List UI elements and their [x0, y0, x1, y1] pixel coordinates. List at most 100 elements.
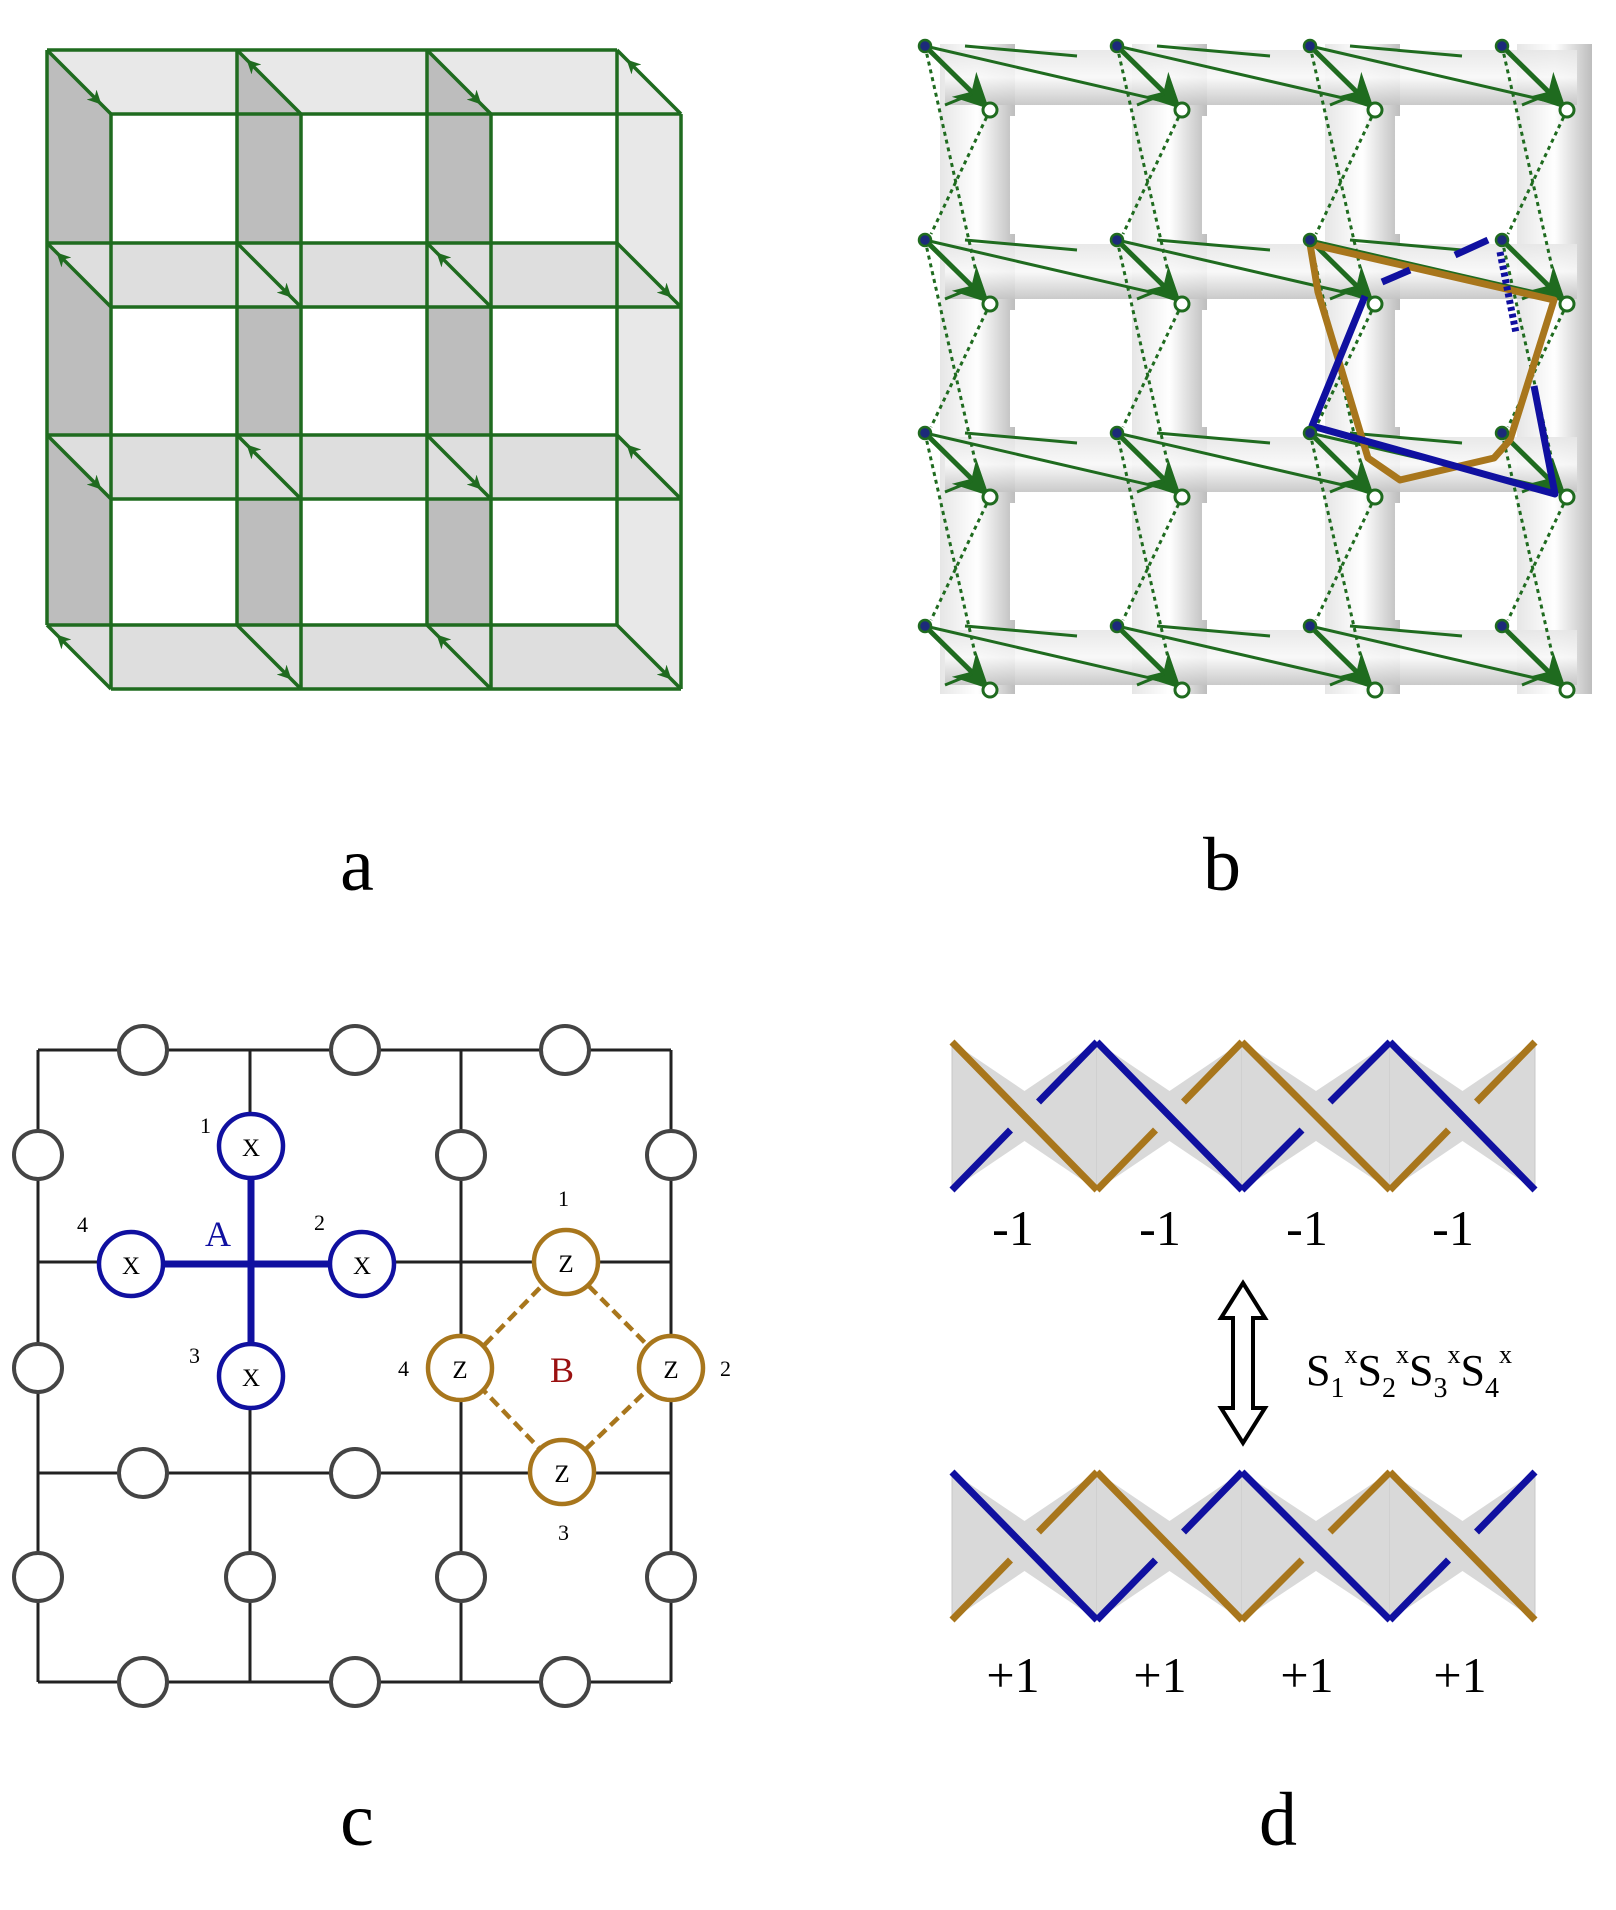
green-link — [1116, 431, 1370, 493]
green-short-link — [1329, 479, 1358, 494]
zigzag-segment — [1387, 1039, 1538, 1193]
edge-arrow — [57, 445, 102, 490]
filled-node — [917, 232, 933, 248]
site-circle — [636, 1333, 706, 1403]
zigzag-segment — [949, 1039, 1100, 1193]
filled-node — [1109, 232, 1125, 248]
top-value: -1 — [1432, 1200, 1474, 1256]
panel-c: X X X X 1 2 3 4 A Z — [12, 1024, 731, 1708]
green-link — [924, 431, 1177, 493]
green-arrow-link — [1500, 624, 1566, 689]
zigzag-segment — [1094, 1557, 1159, 1623]
hole — [111, 307, 237, 435]
green-dotted-link — [1500, 45, 1561, 299]
filled-node — [917, 38, 933, 54]
gold-loop-path — [1306, 240, 1558, 484]
green-arrow-link — [1115, 624, 1181, 689]
vertical-tube — [940, 44, 1015, 694]
green-short-link — [1156, 238, 1271, 252]
open-node — [1366, 488, 1384, 506]
operator-label: S1xS2xS3xS4x — [1306, 1340, 1512, 1404]
panel-a-shading — [47, 50, 681, 689]
site-circle — [327, 1229, 397, 1299]
bottom-value: +1 — [1133, 1647, 1186, 1703]
site-circle — [216, 1111, 286, 1181]
open-node — [1558, 681, 1576, 699]
green-short-link — [1349, 431, 1463, 445]
horizontal-tube — [945, 630, 1577, 685]
spin-op-label: Z — [663, 1357, 678, 1384]
panel-label-a: a — [340, 823, 374, 907]
edge-arrow — [627, 635, 672, 680]
star-site-3: X — [216, 1341, 286, 1411]
green-link — [924, 238, 1177, 300]
green-short-link — [1349, 238, 1463, 252]
green-dotted-link — [1314, 109, 1377, 235]
green-dotted-link — [1314, 303, 1377, 428]
green-short-link — [1349, 44, 1463, 58]
grey-site — [117, 1024, 169, 1076]
green-arrow-link — [923, 238, 989, 303]
bottom-value: +1 — [986, 1647, 1039, 1703]
green-short-link — [1136, 92, 1165, 107]
grey-site — [645, 1129, 697, 1181]
operator-sup: x — [1344, 1340, 1357, 1369]
panel-a — [45, 48, 683, 691]
hole — [301, 307, 427, 435]
open-node — [981, 295, 999, 313]
green-dotted-link — [1121, 496, 1184, 621]
tube-hole — [1202, 116, 1312, 234]
spin-op-label: X — [353, 1253, 371, 1280]
green-link — [1309, 238, 1562, 300]
site-circle — [527, 1437, 597, 1507]
green-dotted-link — [1115, 45, 1176, 299]
grey-site — [539, 1656, 591, 1708]
site-number-2: 2 — [314, 1210, 325, 1235]
zigzag-segment — [1387, 1127, 1452, 1193]
open-node — [1366, 101, 1384, 119]
edge-arrow — [627, 253, 672, 298]
green-dotted-link — [1115, 239, 1176, 492]
open-node — [981, 101, 999, 119]
zigzag-segment — [1327, 1469, 1393, 1535]
green-arrow-link — [923, 431, 989, 496]
edge-arrow — [437, 445, 482, 490]
operator-base: S — [1306, 1346, 1330, 1395]
green-arrow-link — [1308, 431, 1374, 496]
green-short-link — [1156, 624, 1271, 638]
open-node — [981, 488, 999, 506]
filled-node — [1109, 618, 1125, 634]
panel-d-top-strip-lines — [949, 1039, 1538, 1193]
site-number-3: 3 — [558, 1520, 569, 1545]
hole — [111, 114, 237, 243]
green-dotted-link — [1308, 45, 1369, 299]
open-node — [1558, 101, 1576, 119]
green-dotted-link — [1506, 109, 1569, 235]
top-value: -1 — [1286, 1200, 1328, 1256]
edge-arrow — [247, 635, 292, 680]
spin-op-label: X — [242, 1365, 260, 1392]
edge-arrow — [247, 253, 292, 298]
plaquette-site-1: Z — [531, 1227, 601, 1297]
side-face — [47, 50, 111, 689]
plaquette-site-4: Z — [425, 1333, 495, 1403]
hole — [301, 499, 427, 625]
plaquette-site-3: Z — [527, 1437, 597, 1507]
panel-d-bottom-strip-shading — [951, 1472, 1536, 1620]
filled-node — [1302, 618, 1318, 634]
spin-op-label: Z — [558, 1251, 573, 1278]
site-circle — [425, 1333, 495, 1403]
spin-op-label: Z — [452, 1357, 467, 1384]
grey-site — [329, 1447, 381, 1499]
edge-arrow — [246, 59, 291, 104]
operator-sub: 1 — [1330, 1373, 1344, 1404]
filled-node — [917, 618, 933, 634]
horizontal-tube — [945, 437, 1577, 492]
zigzag-segment — [1387, 1469, 1538, 1623]
grey-site — [12, 1342, 64, 1394]
zigzag-segment — [1035, 1469, 1100, 1535]
operator-sub: 2 — [1382, 1373, 1396, 1404]
green-arrow-link — [923, 44, 989, 109]
panel-d-bottom-strip-lines — [949, 1469, 1538, 1623]
filled-node — [1302, 425, 1318, 441]
